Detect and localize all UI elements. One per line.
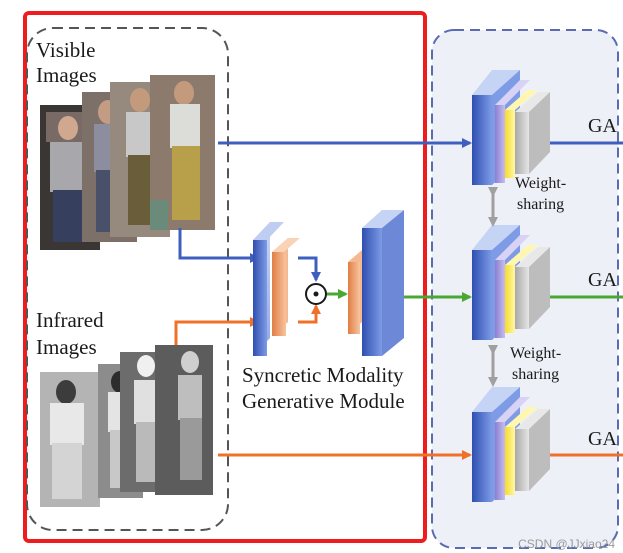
module-encoder-block [253, 222, 300, 356]
module-label-line1: Syncretic Modality [242, 363, 404, 387]
weight-sharing-2-line2: sharing [512, 366, 560, 383]
ga-label-top: GA [588, 115, 617, 137]
module-label: Syncretic Modality Generative Module [242, 362, 405, 414]
infrared-images-label: Infrared Images [36, 307, 104, 361]
ga-label-bottom: GA [588, 428, 617, 450]
network-stack-bottom [472, 387, 550, 502]
orange-to-fusion-arrow [298, 304, 321, 324]
weight-sharing-1-line1: Weight- [515, 175, 567, 192]
fusion-dot [313, 291, 319, 297]
module-red-box [23, 11, 427, 543]
visible-images-label-line1: Visible [36, 38, 96, 62]
infrared-images-label-line2: Images [36, 335, 97, 359]
visible-images-label: Visible Images [36, 38, 97, 88]
watermark: CSDN @JJxiao24 [518, 537, 615, 551]
visible-image-stack [40, 75, 215, 250]
weight-sharing-label-2: Weight- sharing [510, 343, 561, 385]
network-stack-top [472, 70, 550, 185]
infrared-images-label-line1: Infrared [36, 308, 104, 332]
network-stack-mid [472, 225, 550, 340]
ga-label-mid: GA [588, 269, 617, 291]
input-images-box [26, 27, 229, 531]
infrared-to-module-arrow [174, 317, 260, 345]
visible-to-module-arrow [178, 228, 260, 263]
blue-to-fusion-arrow [298, 256, 321, 282]
weight-sharing-1-line2: sharing [517, 196, 565, 213]
weight-sharing-label-1: Weight- sharing [515, 173, 566, 215]
weight-sharing-2-line1: Weight- [510, 345, 562, 362]
infrared-image-stack [40, 345, 213, 507]
module-label-line2: Generative Module [242, 389, 405, 413]
module-decoder-block [348, 210, 404, 356]
visible-images-label-line2: Images [36, 63, 97, 87]
